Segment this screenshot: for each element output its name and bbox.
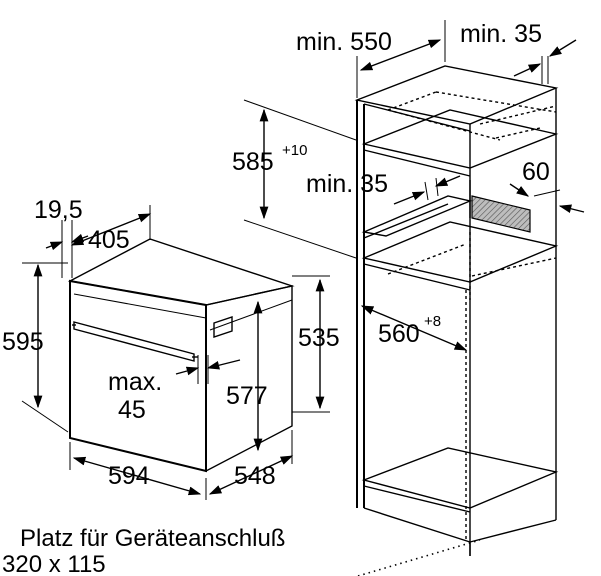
oven-dimensions — [21, 205, 330, 500]
oven-depth-offset-label: 19,5 — [34, 196, 83, 224]
oven-max-value: 45 — [118, 396, 146, 424]
cabinet-upper-shelf — [361, 109, 559, 169]
cabinet-vent-hatch — [471, 195, 531, 233]
caption: Platz für Geräteanschluß 320 x 115 — [2, 525, 285, 576]
oven-max-label: max. — [108, 368, 162, 396]
oven-side-face — [205, 285, 293, 473]
cabinet-vent-label: 60 — [522, 158, 550, 186]
oven-handle — [73, 321, 195, 362]
oven-body-width-label: 548 — [234, 462, 276, 490]
oven-depth-label: 405 — [88, 226, 130, 254]
cabinet-oven-opening-top — [361, 221, 559, 283]
oven-front-height-label: 535 — [298, 324, 340, 352]
oven-width-label: 594 — [108, 462, 150, 490]
oven-height-label: 595 — [2, 328, 44, 356]
cabinet-width-base-label: 560 — [378, 320, 420, 348]
oven-drawing — [67, 238, 295, 473]
cabinet-drawing — [354, 65, 559, 576]
cabinet-width-tolerance: +8 — [424, 313, 441, 330]
oven-inner-height-label: 577 — [226, 382, 268, 410]
cabinet-height-tolerance: +10 — [282, 142, 307, 159]
connection-space-line — [357, 539, 481, 576]
oven-knob — [213, 316, 233, 338]
cabinet-min-shelf-label: min. 35 — [306, 170, 388, 198]
cabinet-height-base-label: 585 — [232, 148, 274, 176]
caption-line-2: 320 x 115 — [2, 551, 106, 576]
caption-line-1: Platz für Geräteanschluß — [20, 525, 285, 552]
cabinet-dimensions — [243, 20, 585, 351]
dimension-labels: 595 19,5 405 535 577 max. 45 594 548 min… — [2, 20, 550, 490]
cabinet-min-depth-label: min. 550 — [296, 28, 392, 56]
cabinet-min-gap-label: min. 35 — [460, 20, 542, 48]
cabinet-lower-shelf — [361, 447, 559, 509]
